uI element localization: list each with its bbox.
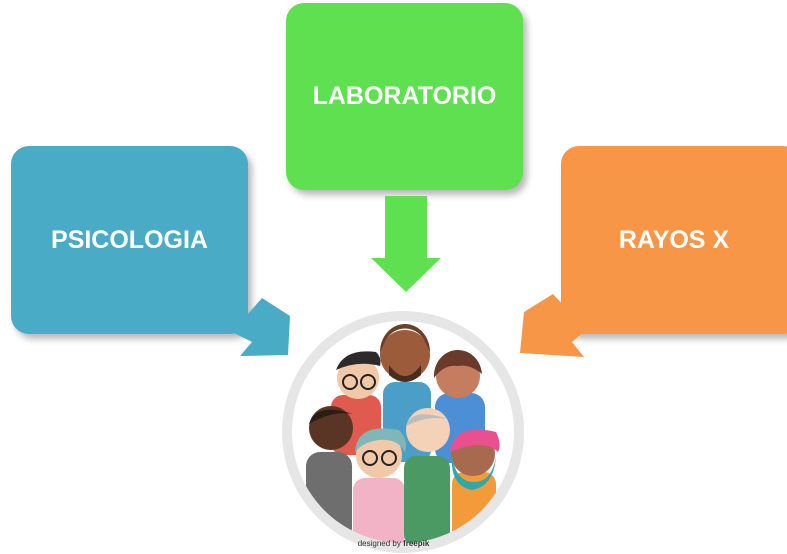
- psicologia-box: PSICOLOGIA: [11, 146, 248, 334]
- psicologia-label: PSICOLOGIA: [51, 225, 208, 254]
- credit-brand: freepik: [403, 539, 430, 548]
- laboratorio-box: LABORATORIO: [286, 3, 523, 190]
- rayos-x-label: RAYOS X: [618, 225, 730, 254]
- arrow-diagonal-icon: [520, 294, 586, 357]
- image-credit: designed by freepik: [0, 539, 787, 548]
- arrow-diagonal-icon: [232, 298, 290, 356]
- people-group-illustration: [282, 311, 524, 553]
- arrow-down-icon: [371, 196, 441, 292]
- rayos-x-box: RAYOS X: [561, 146, 787, 334]
- laboratorio-label: LABORATORIO: [312, 82, 497, 110]
- credit-prefix: designed by: [357, 539, 401, 548]
